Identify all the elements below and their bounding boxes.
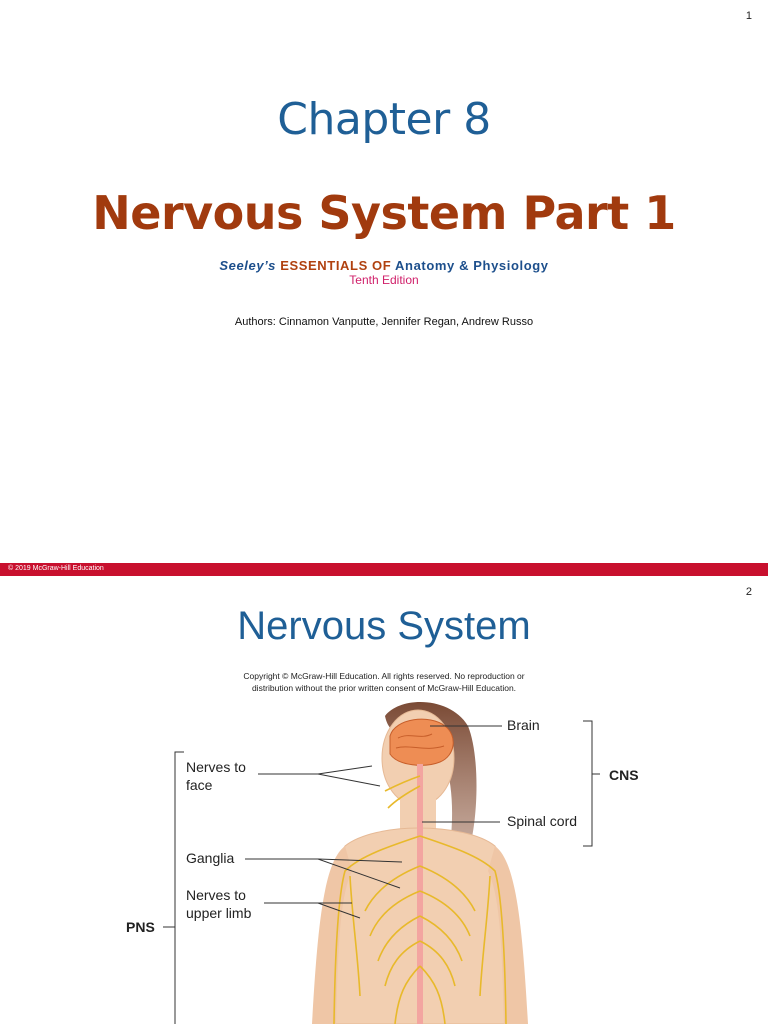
- label-spinal-cord: Spinal cord: [507, 813, 578, 829]
- leader-lines: [245, 725, 502, 919]
- brain-folds: [395, 733, 445, 749]
- slide-title: Nervous System: [237, 604, 531, 648]
- footer-copyright: © 2019 McGraw-Hill Education: [8, 565, 104, 572]
- nerves: [333, 775, 507, 1024]
- label-pns: PNS: [126, 919, 155, 935]
- slide-title: Nervous System Part 1: [92, 186, 676, 240]
- copyright-line-2: distribution without the prior written c…: [251, 683, 517, 693]
- book-author-name: Seeley’s: [219, 258, 276, 273]
- label-nerves-to-face-line2: face: [186, 777, 213, 793]
- authors-line: Authors: Cinnamon Vanputte, Jennifer Reg…: [234, 316, 534, 328]
- book-essentials: ESSENTIALS OF: [280, 258, 392, 273]
- label-nerves-to-upper-limb: Nerves to upper limb: [186, 886, 251, 922]
- left-arm: [312, 846, 352, 1024]
- label-cns: CNS: [609, 767, 639, 783]
- label-nerves-to-face-line1: Nerves to: [186, 759, 246, 775]
- body-illustration: [163, 702, 600, 1024]
- pns-bracket: [174, 751, 184, 1024]
- copyright-line-1: Copyright © McGraw-Hill Education. All r…: [243, 671, 525, 681]
- chapter-heading: Chapter 8: [277, 94, 491, 145]
- right-arm: [488, 846, 528, 1024]
- page-number: 2: [745, 586, 752, 598]
- hair: [385, 702, 477, 846]
- cns-bracket: [583, 720, 593, 847]
- label-brain: Brain: [507, 717, 540, 733]
- book-title: Seeley’s ESSENTIALS OF Anatomy & Physiol…: [0, 258, 768, 273]
- brain: [389, 718, 454, 766]
- book-subject: Anatomy & Physiology: [395, 258, 549, 273]
- label-nerves-to-upper-limb-line1: Nerves to: [186, 887, 246, 903]
- nervous-system-figure: Brain Spinal cord CNS Nerves to face Gan…: [0, 696, 768, 1024]
- slide-2: 2 Nervous System Copyright © McGraw-Hill…: [0, 576, 768, 1024]
- label-nerves-to-upper-limb-line2: upper limb: [186, 905, 252, 921]
- book-edition: Tenth Edition: [349, 273, 419, 287]
- slide-1: 1 Chapter 8 Nervous System Part 1 Seeley…: [0, 10, 768, 328]
- label-nerves-to-face: Nerves to face: [186, 758, 246, 794]
- footer-bar: [0, 563, 768, 576]
- label-ganglia: Ganglia: [186, 850, 235, 866]
- copyright-notice: Copyright © McGraw-Hill Education. All r…: [0, 670, 768, 694]
- page-number: 1: [745, 10, 752, 22]
